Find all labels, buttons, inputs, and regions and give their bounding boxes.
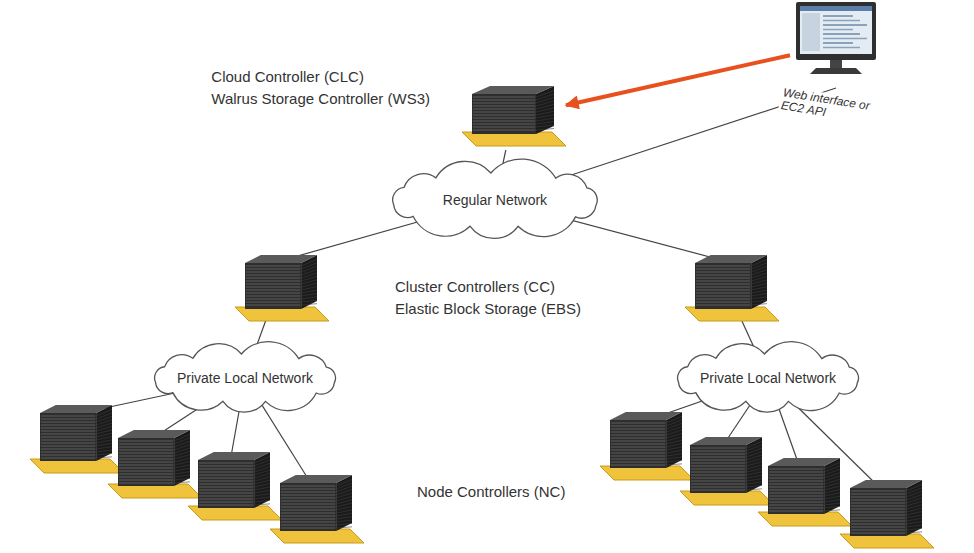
component-label: Node Controllers (NC) xyxy=(417,481,565,503)
node-text: Web interface or EC2 API xyxy=(778,86,877,127)
client-computer: Web interface or EC2 API xyxy=(790,2,882,88)
server-icon xyxy=(680,437,774,505)
server-icon xyxy=(270,475,364,543)
server-icon xyxy=(235,255,329,321)
network-cloud: Regular Network xyxy=(380,164,610,236)
server-icon xyxy=(188,452,282,520)
network-cloud: Private Local Network xyxy=(665,345,871,411)
cloud-label: Private Local Network xyxy=(665,345,871,411)
server-shape xyxy=(460,84,566,150)
cloud-label: Private Local Network xyxy=(142,345,348,411)
network-cloud: Private Local Network xyxy=(142,345,348,411)
cloud-label: Regular Network xyxy=(380,164,610,236)
node-text: Private Local Network xyxy=(700,370,836,386)
node-text: Cloud Controller (CLC) xyxy=(211,66,430,88)
server-icon xyxy=(840,480,934,548)
server-icon xyxy=(600,412,694,480)
computer-label: Web interface or EC2 API xyxy=(778,86,877,127)
servers xyxy=(30,255,934,548)
server-icon xyxy=(462,86,566,146)
server-icon xyxy=(685,255,779,321)
controller-server: Cloud Controller (CLC)Walrus Storage Con… xyxy=(460,84,566,150)
server-icon xyxy=(30,405,124,473)
node-text: Walrus Storage Controller (WS3) xyxy=(211,88,430,110)
node-text: Regular Network xyxy=(443,192,547,208)
component-label: Elastic Block Storage (EBS) xyxy=(395,298,581,320)
computer-icon xyxy=(790,2,882,88)
server-icon xyxy=(108,430,202,498)
component-label: Cluster Controllers (CC) xyxy=(395,276,555,298)
server-icon xyxy=(758,458,852,526)
request-arrow xyxy=(566,55,790,105)
server-heading: Cloud Controller (CLC)Walrus Storage Con… xyxy=(211,66,430,110)
node-text: Private Local Network xyxy=(177,370,313,386)
